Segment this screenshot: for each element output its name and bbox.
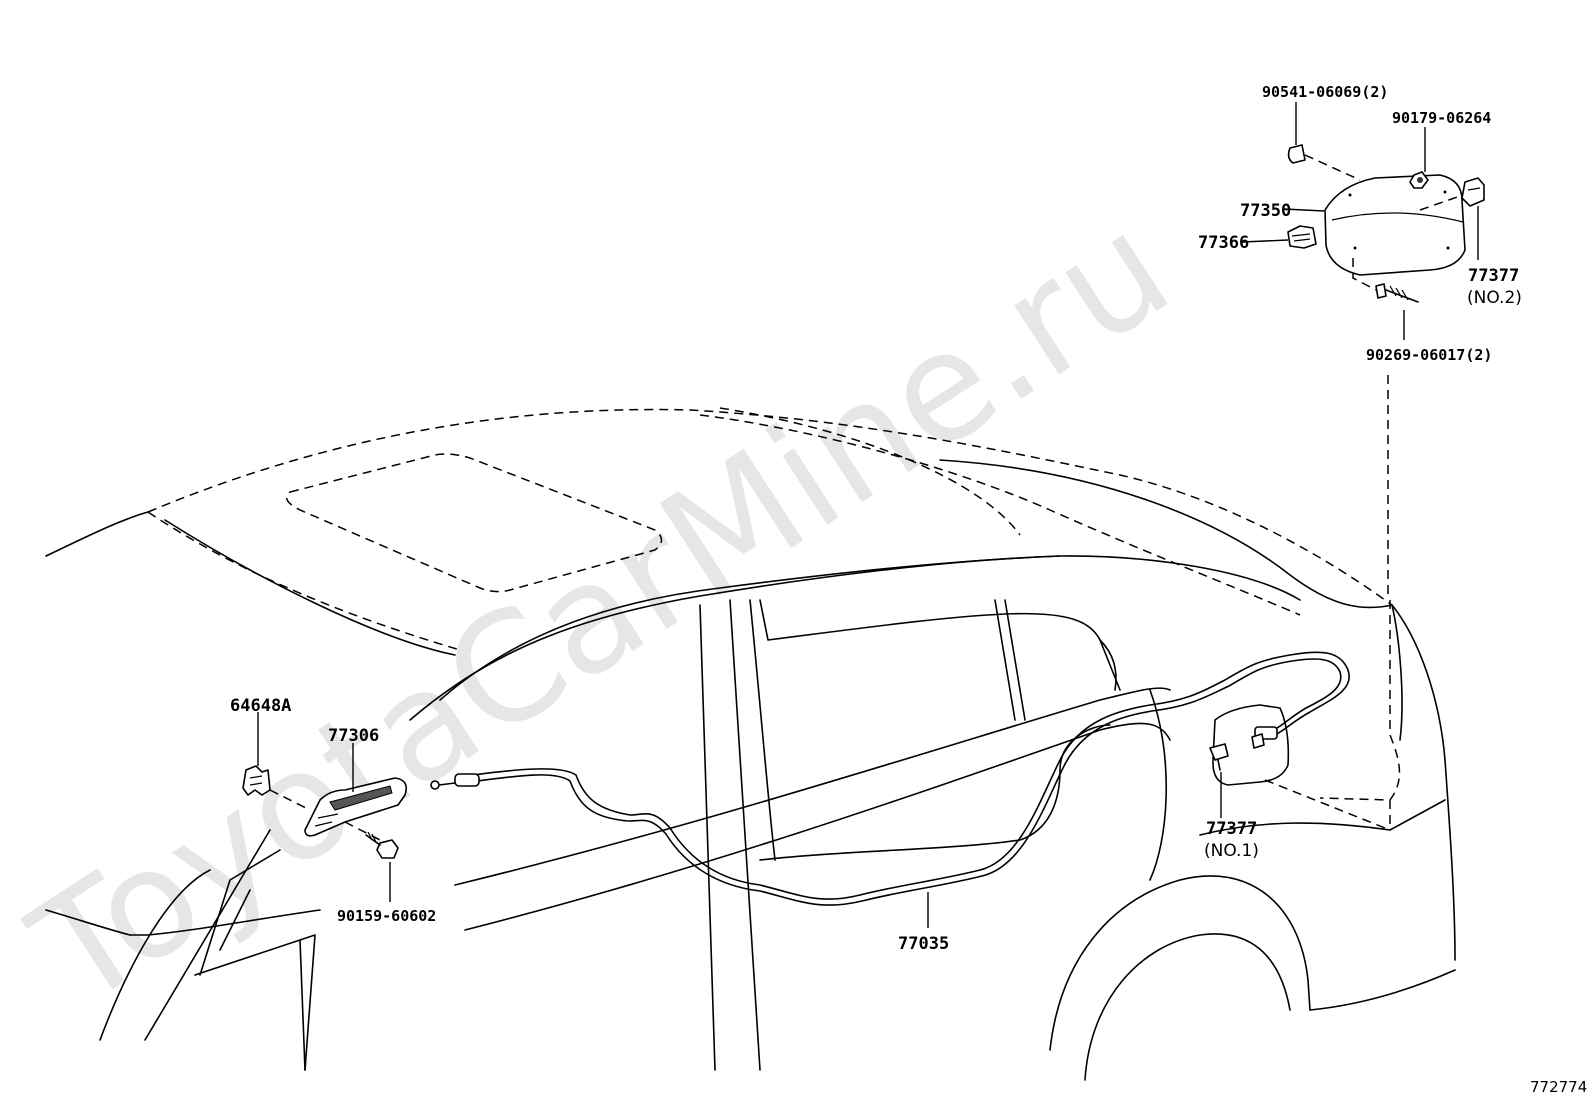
screw-90159 [365,831,399,859]
fuel-lid-assembly-exploded [1287,144,1485,600]
label-77350: 77350 [1240,201,1291,221]
label-77035: 77035 [898,934,949,954]
watermark-text: ToyotaCarMine.ru [4,181,1199,1041]
label-77366: 77366 [1198,233,1249,253]
label-90179-06264: 90179-06264 [1392,109,1491,127]
leader-lines [257,102,1479,928]
clip-64648a [242,765,271,796]
fuel-opener-lever [269,777,408,841]
label-90269-06017: 90269-06017(2) [1366,346,1492,364]
label-77377-no1-sub: (NO.1) [1204,841,1259,861]
label-90159-60602: 90159-60602 [337,907,436,925]
label-77306: 77306 [328,726,379,746]
label-90541-06069: 90541-06069(2) [1262,83,1388,101]
label-77377-no2-sub: (NO.2) [1467,288,1522,308]
car-body-outline [45,407,1456,1081]
part-labels: 90541-06069(2) 90179-06264 77350 77366 7… [230,83,1522,954]
figure-number: 772774 [1530,1078,1587,1096]
fuel-lid-installed [1209,704,1391,831]
label-77377-no2: 77377 [1468,266,1519,286]
label-64648a: 64648A [230,696,291,716]
label-77377-no1: 77377 [1206,819,1257,839]
